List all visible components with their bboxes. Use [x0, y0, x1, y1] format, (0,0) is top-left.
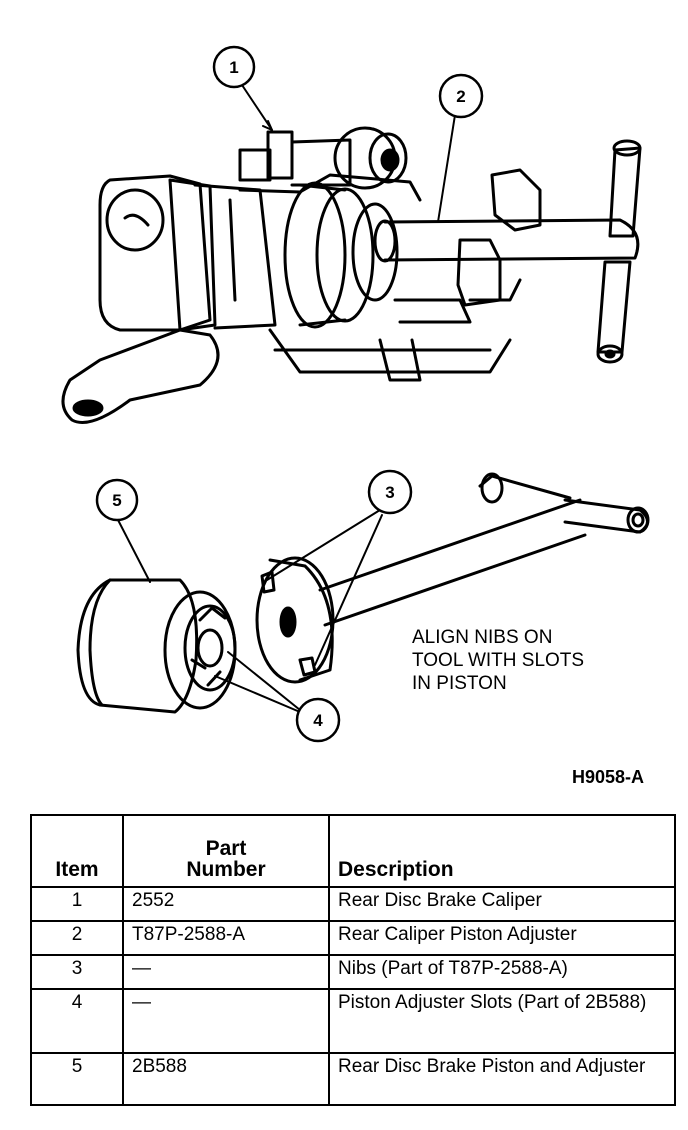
figure-id: H9058-A: [572, 767, 644, 787]
table-header-row: Item Part Number Description: [30, 814, 676, 888]
callout-5: 5: [112, 491, 121, 510]
cell-item: 2: [30, 920, 124, 956]
cell-part: —: [122, 988, 330, 1054]
caliper-assembly: [61, 126, 642, 424]
callout-1: 1: [229, 58, 238, 77]
header-part-line1: Part: [205, 837, 247, 860]
cell-item: 4: [30, 988, 124, 1054]
callout-3: 3: [385, 483, 394, 502]
callout-4: 4: [313, 711, 323, 730]
parts-table: Item Part Number Description 1 2552 Rear…: [30, 814, 676, 1106]
header-description: Description: [328, 814, 676, 888]
cell-description: Rear Caliper Piston Adjuster: [328, 920, 676, 956]
cell-part: —: [122, 954, 330, 990]
table-row: 3 — Nibs (Part of T87P-2588-A): [30, 954, 676, 990]
table-row: 4 — Piston Adjuster Slots (Part of 2B588…: [30, 988, 676, 1054]
cell-description: Rear Disc Brake Piston and Adjuster: [328, 1052, 676, 1106]
table-row: 2 T87P-2588-A Rear Caliper Piston Adjust…: [30, 920, 676, 956]
piston-and-tool: [76, 472, 650, 714]
note-line-3: IN PISTON: [412, 673, 507, 694]
cell-part: T87P-2588-A: [122, 920, 330, 956]
header-part-number: Part Number: [122, 814, 330, 888]
header-item: Item: [30, 814, 124, 888]
cell-part: 2B588: [122, 1052, 330, 1106]
cell-description: Nibs (Part of T87P-2588-A): [328, 954, 676, 990]
note-line-2: TOOL WITH SLOTS: [412, 650, 584, 671]
cell-part: 2552: [122, 886, 330, 922]
header-part-line2: Number: [186, 858, 266, 881]
cell-description: Piston Adjuster Slots (Part of 2B588): [328, 988, 676, 1054]
cell-item: 5: [30, 1052, 124, 1106]
callout-2: 2: [456, 87, 465, 106]
note-line-1: ALIGN NIBS ON: [412, 627, 552, 648]
cell-item: 1: [30, 886, 124, 922]
table-row: 1 2552 Rear Disc Brake Caliper: [30, 886, 676, 922]
cell-description: Rear Disc Brake Caliper: [328, 886, 676, 922]
cell-item: 3: [30, 954, 124, 990]
brake-tool-diagram: 1 2 3 4 5 ALIGN NIBS ON TOOL WITH SLOTS …: [61, 45, 650, 787]
table-row: 5 2B588 Rear Disc Brake Piston and Adjus…: [30, 1052, 676, 1106]
